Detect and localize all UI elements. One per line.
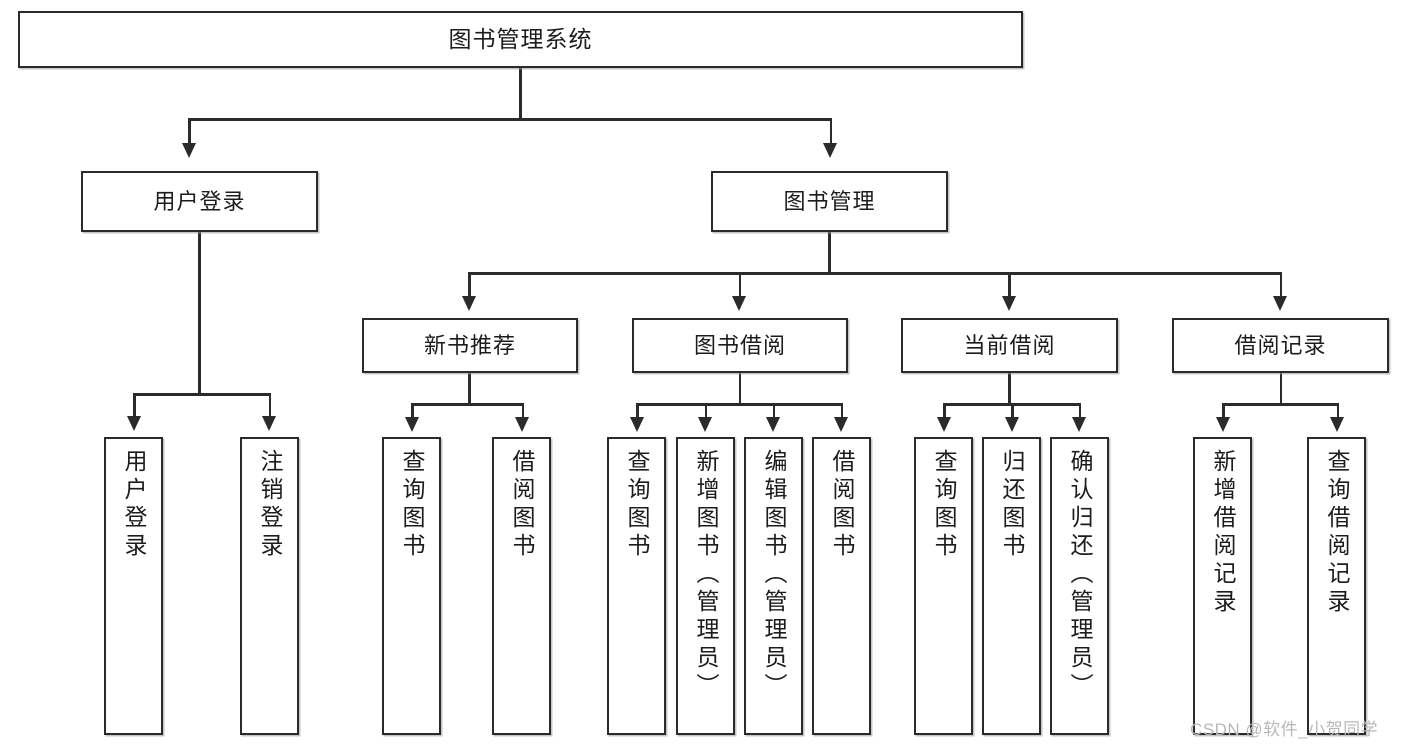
edge-currentborrow-drop-1 (943, 403, 946, 419)
node-label: 当前借阅 (963, 332, 1056, 358)
leaf-label: 查询图书 (624, 449, 650, 561)
edge-bookmgmt-drop-4 (1279, 272, 1282, 298)
arrow-to-leaf-return-book (1004, 417, 1019, 432)
leaf-logout-login[interactable]: 注销登录 (240, 437, 299, 735)
arrow-to-leaf-add-book (698, 417, 713, 432)
node-label: 图书管理系统 (448, 26, 593, 53)
edge-root-bus-left-drop (188, 118, 191, 145)
leaf-borrow-book-2[interactable]: 借阅图书 (812, 437, 871, 735)
node-root-system[interactable]: 图书管理系统 (18, 11, 1023, 68)
node-book-borrow[interactable]: 图书借阅 (632, 318, 848, 373)
arrow-to-leaf-logout-login (262, 416, 277, 431)
leaf-label: 编辑图书（管理员） (761, 449, 787, 701)
edge-currentborrow-drop-2 (1011, 403, 1014, 419)
edge-borrowrecord-drop-2 (1336, 403, 1339, 419)
arrow-to-leaf-edit-book (766, 417, 781, 432)
leaf-query-book-3[interactable]: 查询图书 (914, 437, 973, 735)
leaf-query-book-1[interactable]: 查询图书 (382, 437, 441, 735)
edge-bookmgmt-drop-1 (468, 272, 471, 298)
arrow-to-borrow-record (1273, 296, 1288, 311)
leaf-confirm-return[interactable]: 确认归还（管理员） (1050, 437, 1109, 735)
edge-bookborrow-drop-3 (772, 403, 775, 419)
edge-newbook-drop-1 (411, 403, 414, 419)
leaf-label: 归还图书 (999, 449, 1025, 561)
leaf-label: 查询图书 (931, 449, 957, 561)
edge-newbook-bus (411, 403, 524, 406)
edge-bookmgmt-drop-3 (1008, 272, 1011, 298)
arrow-to-leaf-add-record (1215, 417, 1230, 432)
edge-userlogin-drop-1 (133, 393, 136, 418)
node-book-management[interactable]: 图书管理 (711, 171, 948, 232)
edge-bookborrow-drop-1 (636, 403, 639, 419)
edge-borrowrecord-drop-1 (1222, 403, 1225, 419)
node-label: 新书推荐 (423, 332, 516, 358)
edge-newbook-drop-2 (521, 403, 524, 419)
edge-bookborrow-bus (636, 403, 843, 406)
edge-bookborrow-down (738, 373, 741, 405)
edge-currentborrow-down (1008, 373, 1011, 405)
edge-userlogin-drop-2 (268, 393, 271, 418)
edge-borrowrecord-bus (1222, 403, 1339, 406)
leaf-edit-book[interactable]: 编辑图书（管理员） (744, 437, 803, 735)
leaf-user-login[interactable]: 用户登录 (104, 437, 163, 735)
edge-currentborrow-drop-3 (1078, 403, 1081, 419)
leaf-label: 借阅图书 (509, 449, 535, 561)
edge-root-bus-right-drop (829, 118, 832, 145)
arrow-to-leaf-query-book-3 (936, 417, 951, 432)
edge-bookmgmt-bus (468, 272, 1282, 275)
node-label: 用户登录 (153, 188, 246, 214)
arrow-to-current-borrow (1001, 296, 1016, 311)
leaf-label: 用户登录 (121, 449, 147, 561)
leaf-label: 查询图书 (399, 449, 425, 561)
leaf-query-book-2[interactable]: 查询图书 (607, 437, 666, 735)
leaf-return-book[interactable]: 归还图书 (982, 437, 1041, 735)
node-new-book-recommend[interactable]: 新书推荐 (362, 318, 578, 373)
arrow-to-leaf-confirm-return (1072, 417, 1087, 432)
edge-root-down (519, 68, 522, 120)
arrow-to-leaf-borrow-book-2 (834, 417, 849, 432)
arrow-to-new-book-recommend (461, 296, 476, 311)
arrow-to-book-borrow (732, 296, 747, 311)
edge-bookborrow-drop-4 (840, 403, 843, 419)
leaf-label: 确认归还（管理员） (1067, 449, 1093, 701)
node-user-login[interactable]: 用户登录 (81, 171, 318, 232)
edge-root-bus (188, 118, 832, 121)
leaf-label: 新增借阅记录 (1210, 449, 1236, 617)
leaf-add-book[interactable]: 新增图书（管理员） (676, 437, 735, 735)
arrow-to-leaf-query-record (1330, 417, 1345, 432)
edge-userlogin-down (198, 232, 201, 395)
arrow-to-leaf-borrow-book-1 (515, 417, 530, 432)
edge-newbook-down (468, 373, 471, 405)
edge-bookmgmt-drop-2 (738, 272, 741, 298)
edge-borrowrecord-down (1279, 373, 1282, 405)
arrow-to-leaf-user-login (126, 416, 141, 431)
arrow-to-book-management (823, 143, 838, 158)
arrow-to-leaf-query-book-1 (404, 417, 419, 432)
arrow-to-user-login (181, 143, 196, 158)
node-label: 图书管理 (783, 188, 876, 214)
node-label: 图书借阅 (693, 332, 786, 358)
leaf-label: 新增图书（管理员） (693, 449, 719, 701)
node-borrow-record[interactable]: 借阅记录 (1172, 318, 1389, 373)
edge-userlogin-bus (133, 393, 271, 396)
arrow-to-leaf-query-book-2 (629, 417, 644, 432)
leaf-label: 注销登录 (257, 449, 283, 561)
edge-bookmgmt-down (828, 232, 831, 274)
leaf-borrow-book-1[interactable]: 借阅图书 (492, 437, 551, 735)
leaf-label: 借阅图书 (829, 449, 855, 561)
leaf-add-record[interactable]: 新增借阅记录 (1193, 437, 1252, 735)
leaf-label: 查询借阅记录 (1324, 449, 1350, 617)
node-label: 借阅记录 (1234, 332, 1327, 358)
node-current-borrow[interactable]: 当前借阅 (901, 318, 1118, 373)
leaf-query-record[interactable]: 查询借阅记录 (1307, 437, 1366, 735)
edge-bookborrow-drop-2 (704, 403, 707, 419)
